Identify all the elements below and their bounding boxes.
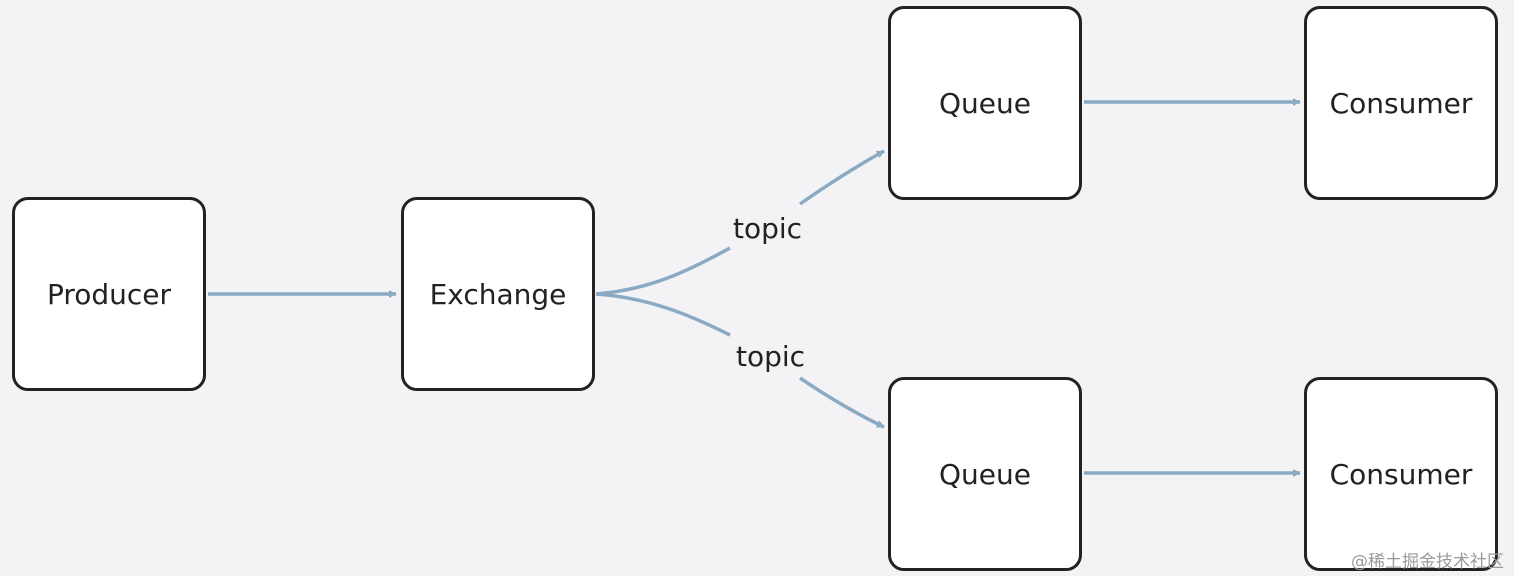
node-exchange-label: Exchange: [429, 277, 567, 311]
arrow-exchange-to-queue-bottom: [595, 292, 884, 427]
watermark-text: @稀土掘金技术社区: [1351, 552, 1504, 572]
node-consumer-top: Consumer: [1304, 6, 1498, 200]
node-producer: Producer: [12, 197, 206, 391]
node-consumer-bottom: Consumer: [1304, 377, 1498, 571]
node-queue-top: Queue: [888, 6, 1082, 200]
node-queue-bottom: Queue: [888, 377, 1082, 571]
node-exchange: Exchange: [401, 197, 595, 391]
node-consumer-bottom-label: Consumer: [1329, 457, 1473, 491]
edge-label-topic-top: topic: [731, 212, 805, 246]
edge-label-topic-bottom: topic: [734, 340, 808, 374]
node-queue-top-label: Queue: [939, 86, 1031, 120]
node-queue-bottom-label: Queue: [939, 457, 1031, 491]
node-producer-label: Producer: [46, 277, 172, 311]
node-consumer-top-label: Consumer: [1329, 86, 1473, 120]
arrow-exchange-to-queue-top: [595, 151, 884, 296]
